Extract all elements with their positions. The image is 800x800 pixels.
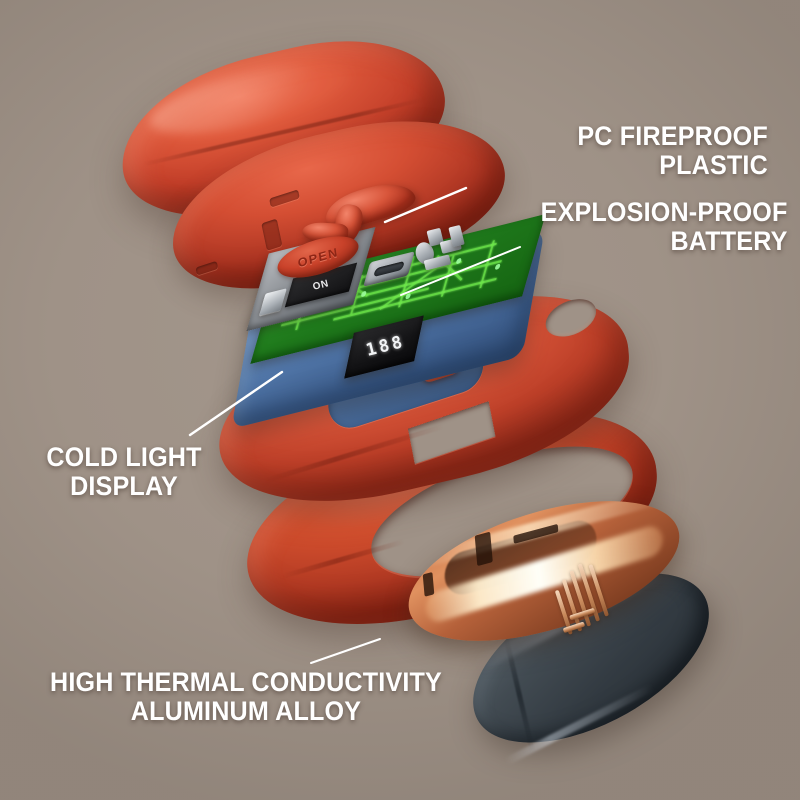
callout-high-thermal-conductivity-aluminum-alloy: HIGH THERMAL CONDUCTIVITY ALUMINUM ALLOY	[50, 667, 442, 726]
display-digit-2: 8	[376, 335, 392, 358]
power-chip-label: ON	[311, 277, 331, 293]
display-digit-3: 8	[389, 332, 405, 355]
display-digit-1: 1	[363, 338, 379, 361]
usb-c-slot	[373, 260, 405, 278]
display-digits: 1 8 8	[363, 332, 405, 361]
callout-explosion-proof-battery: EXPLOSION-PROOF BATTERY	[541, 197, 788, 256]
callout-cold-light-display: COLD LIGHT DISPLAY	[46, 442, 202, 501]
lid-notch-mid	[261, 218, 283, 251]
callout-pc-fireproof-plastic: PC FIREPROOF PLASTIC	[577, 121, 768, 180]
lid-notch-lower	[195, 260, 219, 276]
lanyard-hole	[542, 292, 599, 344]
open-text: OPEN	[296, 244, 340, 270]
lid-notch-upper	[269, 189, 300, 208]
leader-line-alloy	[310, 638, 381, 664]
